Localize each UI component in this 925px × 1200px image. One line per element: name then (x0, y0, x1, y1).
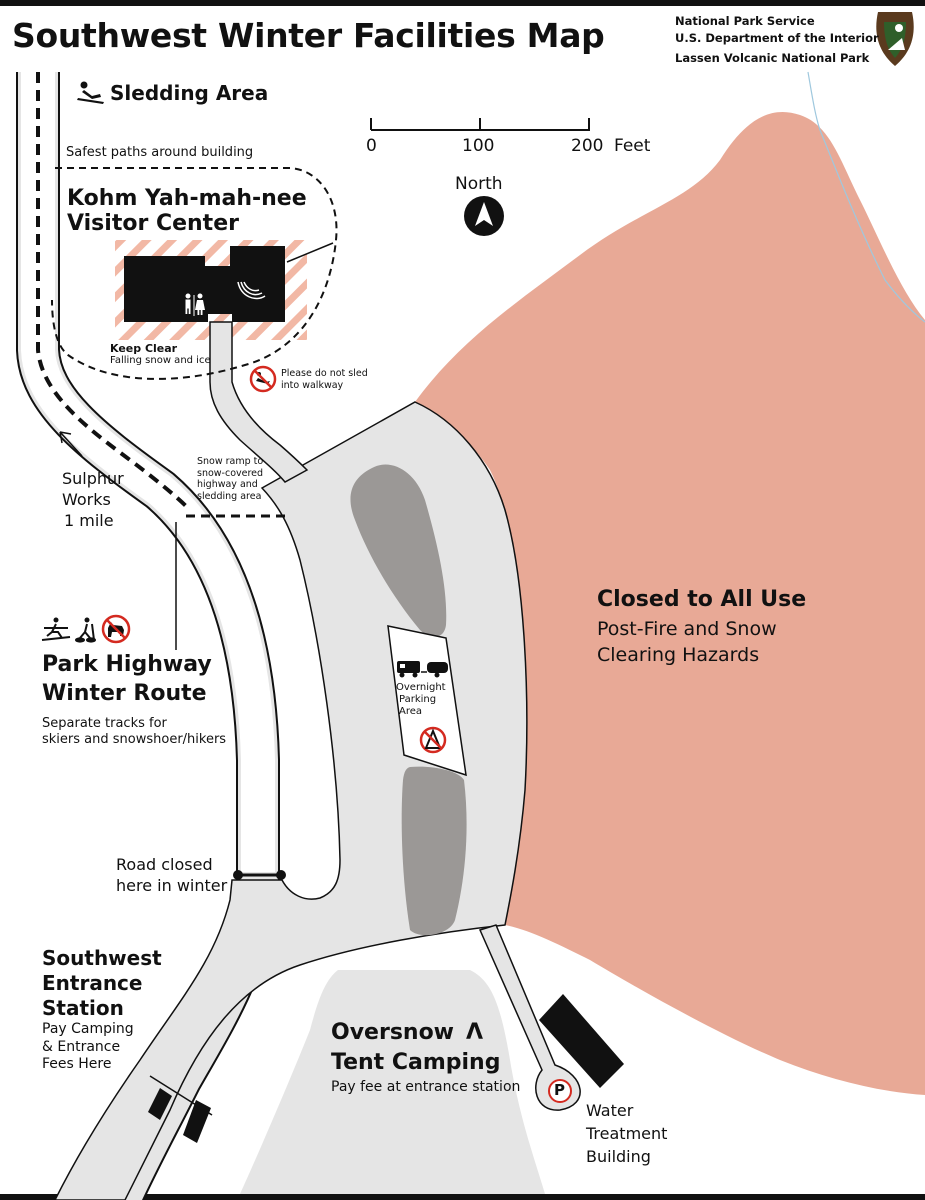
scale-tick-200: 200 (571, 136, 604, 156)
tent-camping-note: Pay fee at entrance station (331, 1079, 521, 1095)
safe-paths-label: Safest paths around building (66, 145, 254, 160)
scale-tick-100: 100 (462, 136, 495, 156)
visitor-center-name-line-2: Visitor Center (67, 211, 239, 236)
no-sled-note-line-2: into walkway (281, 379, 344, 391)
walkway (209, 321, 309, 483)
tent-camping-line-1: Oversnow Λ (331, 1020, 500, 1045)
trailer-icon (421, 662, 448, 678)
snow-ramp-line-2: snow-covered (197, 467, 264, 479)
overnight-parking-line-1: Overnight (396, 682, 446, 693)
parking-icon (548, 1079, 572, 1103)
winter-route-name: Park Highway Winter Route (42, 652, 212, 706)
entrance-building-2 (183, 1100, 211, 1143)
keep-clear-label: Keep Clear (110, 342, 178, 355)
water-treatment-line-1: Water (586, 1101, 634, 1120)
entrance-station-name: Southwest Entrance Station (42, 946, 162, 1021)
overnight-parking-label: Overnight Parking Area (396, 682, 446, 718)
skier-icon (41, 617, 71, 641)
entrance-note-line-1: Pay Camping (42, 1021, 134, 1037)
snowshoer-icon (75, 617, 96, 643)
winter-route-name-line-2: Winter Route (42, 681, 207, 706)
page-title: Southwest Winter Facilities Map (12, 16, 605, 55)
no-sled-icon (249, 365, 277, 393)
entrance-station-line-3: Station (42, 996, 124, 1020)
keep-clear-note: Falling snow and ice (110, 355, 211, 366)
no-dogs-icon (101, 614, 131, 644)
water-treatment-building (539, 994, 624, 1088)
entrance-station-line-1: Southwest (42, 946, 162, 970)
snow-ramp-line-4: sledding area (197, 490, 262, 502)
vc-pointer-line (286, 242, 334, 263)
sledding-area-label: Sledding Area (110, 81, 269, 105)
closed-area-note-line-2: Clearing Hazards (597, 644, 760, 666)
overnight-parking-line-2: Parking (399, 694, 437, 705)
water-treatment-road (478, 924, 581, 1111)
entrance-note-line-3: Fees Here (42, 1056, 112, 1072)
road-closed-gate (233, 870, 286, 880)
tent-camping-name: Oversnow Λ Tent Camping (331, 1020, 500, 1075)
water-treatment-label: Water Treatment Building (586, 1099, 667, 1168)
agency-line-3: Lassen Volcanic National Park (675, 51, 870, 65)
visitor-center-name-line-1: Kohm Yah-mah-nee (67, 186, 307, 211)
tent-camping-line-2: Tent Camping (331, 1050, 501, 1075)
road-closed-label: Road closed here in winter (116, 854, 227, 896)
top-border (0, 0, 925, 6)
snow-ramp-line-1: Snow ramp to (197, 456, 264, 467)
winter-route-note-line-2: skiers and snowshoer/hikers (42, 732, 227, 747)
parking-pad-south (401, 766, 467, 936)
road-closed-line-2: here in winter (116, 876, 228, 895)
closed-area-note: Post-Fire and Snow Clearing Hazards (597, 616, 777, 668)
sulphur-works-line-3: 1 mile (64, 511, 114, 530)
scale-bar (370, 118, 590, 131)
closed-area-note-line-1: Post-Fire and Snow (597, 618, 777, 640)
entrance-note-line-2: & Entrance (42, 1038, 121, 1055)
tent-icon: Λ (466, 1020, 484, 1045)
wifi-icon (237, 281, 266, 300)
scale-unit: Feet (614, 136, 651, 156)
restroom-icon (185, 293, 205, 316)
no-sled-note-line-1: Please do not sled (281, 368, 368, 379)
sulphur-works-arrow (59, 431, 83, 457)
tent-camping-line-1-text: Oversnow (331, 1020, 455, 1045)
closed-area-title: Closed to All Use (597, 587, 807, 612)
north-label: North (455, 174, 503, 194)
visitor-center-building (124, 246, 285, 322)
safe-path-boundary (51, 167, 338, 380)
north-arrow-icon (464, 196, 504, 236)
no-camping-icon (419, 726, 447, 754)
entrance-building-1 (148, 1088, 172, 1120)
scale-tick-0: 0 (366, 136, 377, 156)
agency-line-1: National Park Service (675, 14, 815, 28)
visitor-center-name: Kohm Yah-mah-nee Visitor Center (67, 186, 307, 236)
road-closed-line-1: Road closed (116, 855, 213, 874)
creek-line (807, 71, 925, 323)
no-sled-note: Please do not sled into walkway (281, 368, 368, 391)
water-treatment-line-3: Building (586, 1147, 651, 1166)
sulphur-works-label: Sulphur Works 1 mile (62, 468, 124, 531)
water-treatment-line-2: Treatment (586, 1124, 668, 1143)
winter-route-name-line-1: Park Highway (42, 652, 212, 677)
entrance-station-line-2: Entrance (42, 971, 143, 995)
nps-arrowhead-logo (876, 12, 914, 66)
parking-pad-north (350, 464, 447, 637)
bottom-border (0, 1194, 925, 1200)
tent-camping-area (240, 970, 545, 1194)
snow-ramp-note: Snow ramp to snow-covered highway and sl… (197, 456, 263, 502)
rv-icon (397, 661, 420, 678)
agency-line-2: U.S. Department of the Interior (675, 31, 879, 45)
winter-route-note: Separate tracks for skiers and snowshoer… (42, 716, 226, 748)
sulphur-works-line-2: Works (62, 490, 111, 509)
snow-ramp-line-3: highway and (197, 479, 258, 490)
ski-track (36, 72, 192, 512)
overnight-parking-line-3: Area (399, 706, 423, 717)
parking-letter: P (554, 1081, 565, 1099)
entrance-station-note: Pay Camping & Entrance Fees Here (42, 1021, 134, 1074)
agency-block: National Park Service U.S. Department of… (675, 13, 879, 67)
winter-route-note-line-1: Separate tracks for (42, 716, 167, 731)
sulphur-works-line-1: Sulphur (62, 469, 124, 488)
closed-area (415, 112, 925, 1095)
sled-icon (77, 81, 104, 104)
